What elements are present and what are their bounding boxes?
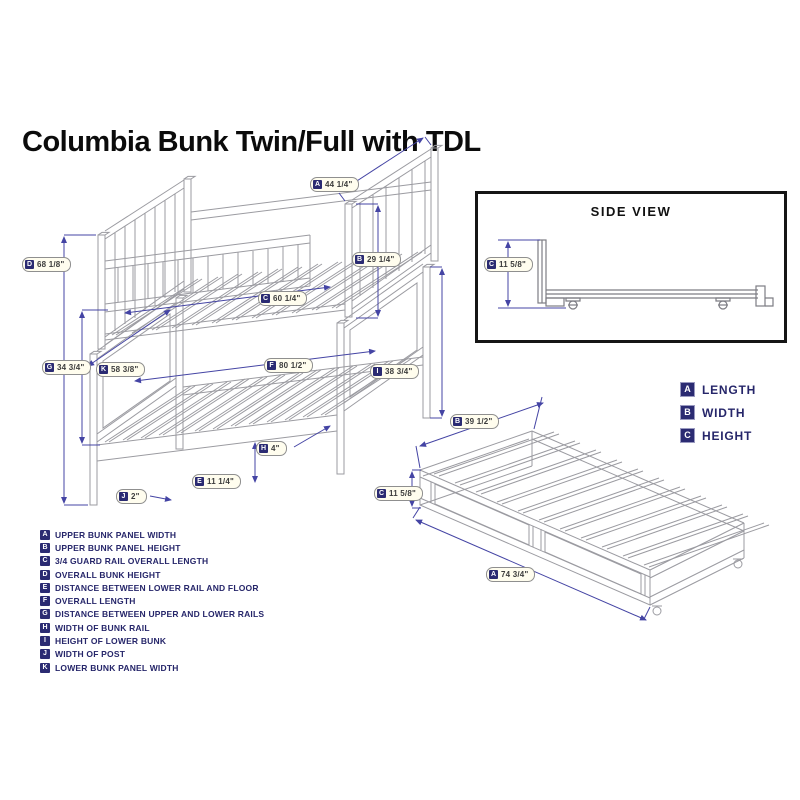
side-view-panel: SIDE VIEW [475,191,787,343]
dim-badge-e: E [195,477,204,486]
dim-label-trundle-width: B 39 1/2" [450,414,500,429]
dim-label-rails-distance: G 34 3/4" [42,360,92,375]
side-view-title: SIDE VIEW [590,204,672,219]
dim-badge-g: G [45,363,54,372]
legend-badge-j: J [40,649,50,660]
legend-item: K LOWER BUNK PANEL WIDTH [40,661,264,674]
legend-badge-h: H [40,622,50,633]
legend-item: A UPPER BUNK PANEL WIDTH [40,528,264,541]
legend-badge-g: G [40,609,50,620]
legend-item: G DISTANCE BETWEEN UPPER AND LOWER RAILS [40,608,264,621]
legend-item: C 3/4 GUARD RAIL OVERALL LENGTH [40,555,264,568]
key-badge-c: C [680,428,695,443]
legend-item: J WIDTH OF POST [40,648,264,661]
legend-item: H WIDTH OF BUNK RAIL [40,621,264,634]
dim-label-trundle-height: C 11 5/8" [374,486,423,501]
dim-label-guard-rail-length: C 60 1/4" [258,291,308,306]
dim-badge-h: H [259,444,268,453]
legend-badge-f: F [40,596,50,607]
dimension-key-height: C HEIGHT [680,428,756,443]
dim-label-rail-floor-distance: E 11 1/4" [192,474,241,489]
dim-label-bunk-rail-width: H 4" [256,441,287,456]
trundle-line-art [419,430,770,616]
dim-label-lower-bunk-height: I 38 3/4" [370,364,420,379]
legend-badge-d: D [40,569,50,580]
dim-label-trundle-length: A 74 3/4" [486,567,536,582]
legend-item: D OVERALL BUNK HEIGHT [40,568,264,581]
key-badge-a: A [680,382,695,397]
trundle-dimension-lines [409,396,651,621]
key-badge-b: B [680,405,695,420]
dim-label-sideview-height: C 11 5/8" [484,257,533,272]
dim-badge-f: F [267,361,276,370]
dim-badge-t-c: C [377,489,386,498]
dim-label-overall-height: D 68 1/8" [22,257,72,272]
dim-badge-b: B [355,255,364,264]
dimension-key: A LENGTH B WIDTH C HEIGHT [680,382,756,451]
dim-badge-i: I [373,367,382,376]
dimension-key-width: B WIDTH [680,405,756,420]
legend-item: E DISTANCE BETWEEN LOWER RAIL AND FLOOR [40,581,264,594]
side-view-drawing [498,239,774,310]
trundle-drawing [409,396,770,621]
dimension-key-length: A LENGTH [680,382,756,397]
dim-badge-d: D [25,260,34,269]
dim-label-upper-panel-width: A 44 1/4" [310,177,360,192]
legend-item: F OVERALL LENGTH [40,594,264,607]
dim-label-overall-length: F 80 1/2" [264,358,314,373]
dim-label-lower-panel-width: K 58 3/8" [96,362,146,377]
legend-badge-k: K [40,662,50,673]
legend-badge-e: E [40,582,50,593]
dim-badge-c: C [261,294,270,303]
dim-badge-sv-c: C [487,260,496,269]
dim-badge-j: J [119,492,128,501]
legend-item: B UPPER BUNK PANEL HEIGHT [40,541,264,554]
dim-label-upper-panel-height: B 29 1/4" [352,252,402,267]
dim-badge-t-a: A [489,570,498,579]
dim-badge-k: K [99,365,108,374]
legend-badge-a: A [40,529,50,540]
legend-badge-c: C [40,556,50,567]
legend-item: I HEIGHT OF LOWER BUNK [40,634,264,647]
dim-badge-a: A [313,180,322,189]
dim-badge-t-b: B [453,417,462,426]
legend-badge-i: I [40,636,50,647]
dim-label-post-width: J 2" [116,489,147,504]
dimension-legend: A UPPER BUNK PANEL WIDTH B UPPER BUNK PA… [40,528,264,674]
legend-badge-b: B [40,542,50,553]
